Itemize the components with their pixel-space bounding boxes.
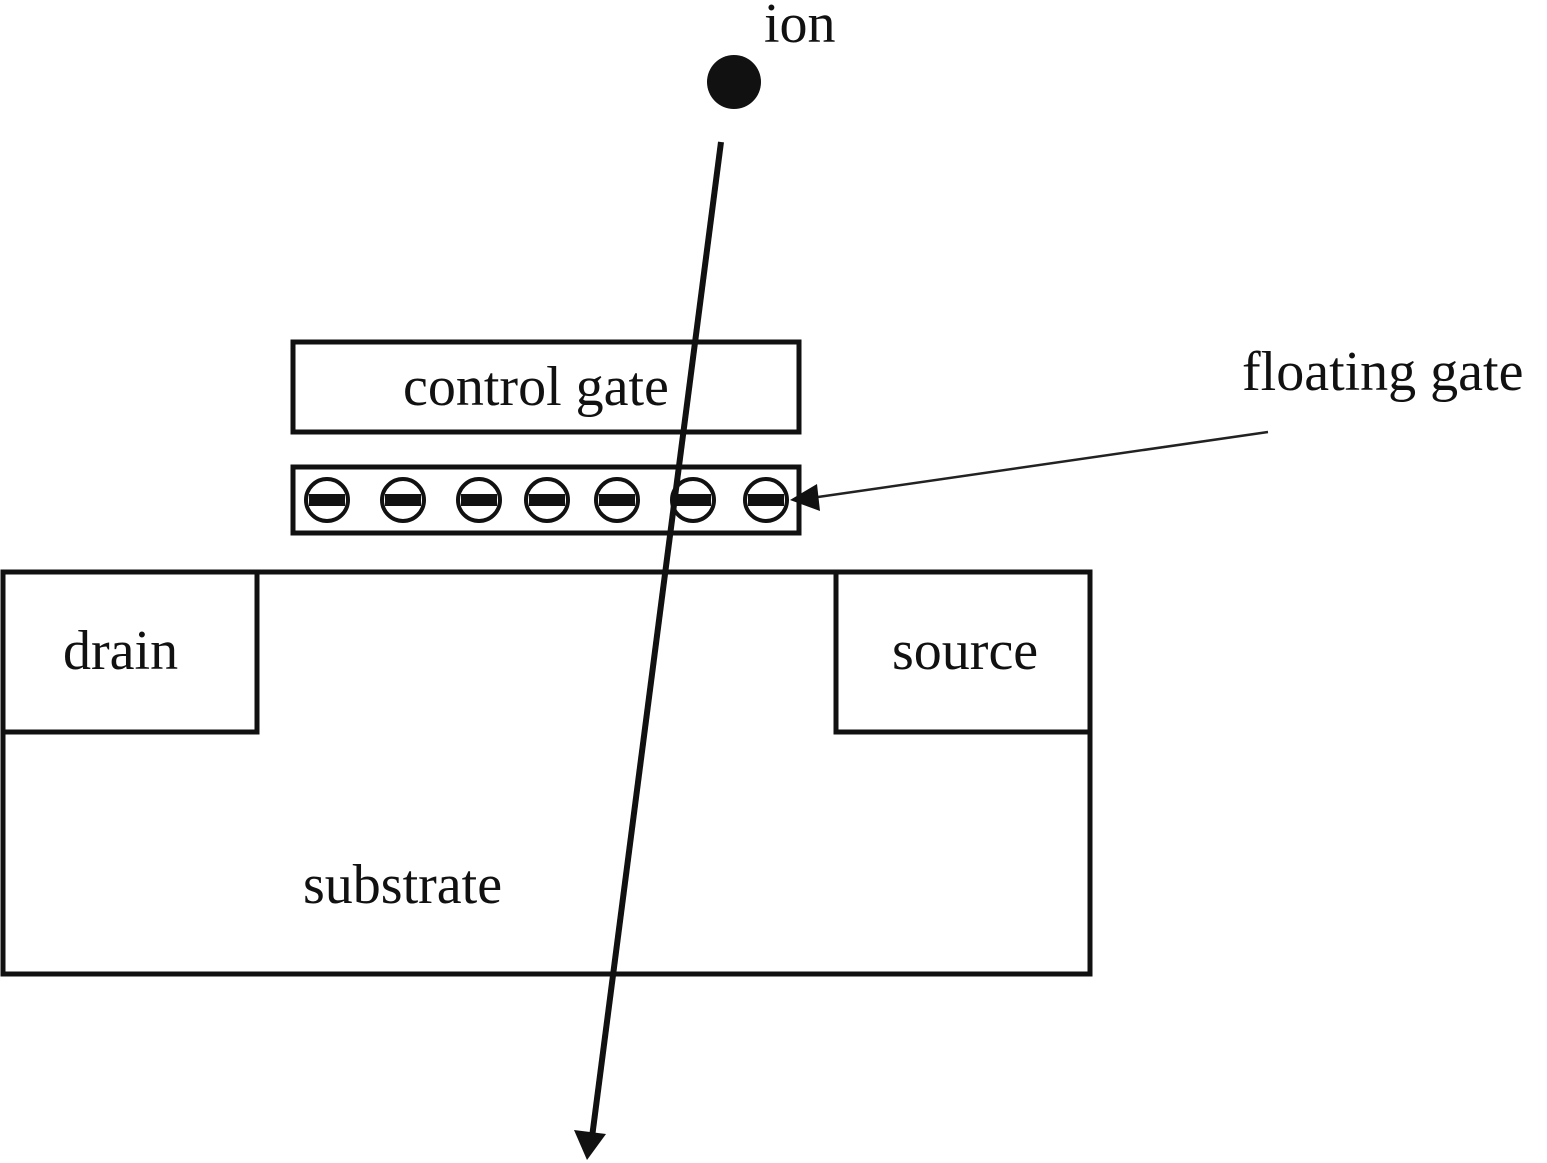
ion-label: ion [764, 0, 836, 55]
floating-gate-pointer-arrowhead-icon [790, 484, 820, 511]
floating-gate-pointer-line [817, 430, 1269, 499]
drain-label: drain [63, 620, 178, 682]
drain-region [0, 569, 260, 735]
ion-trajectory-arrow [588, 141, 724, 1146]
source-label: source [892, 620, 1038, 682]
floating-gate-label: floating gate [1242, 341, 1523, 403]
ion-trajectory-arrowhead-icon [574, 1130, 606, 1160]
electron-minus-icon [594, 477, 640, 523]
ion-particle-icon [707, 55, 761, 109]
electron-minus-icon [456, 477, 502, 523]
electron-minus-icon [743, 477, 789, 523]
source-region [833, 569, 1093, 735]
electron-minus-icon [524, 477, 570, 523]
electron-minus-icon [380, 477, 426, 523]
electron-minus-icon [304, 477, 350, 523]
substrate-label: substrate [303, 854, 502, 916]
control-gate-box [290, 339, 802, 435]
control-gate-label: control gate [403, 356, 669, 418]
